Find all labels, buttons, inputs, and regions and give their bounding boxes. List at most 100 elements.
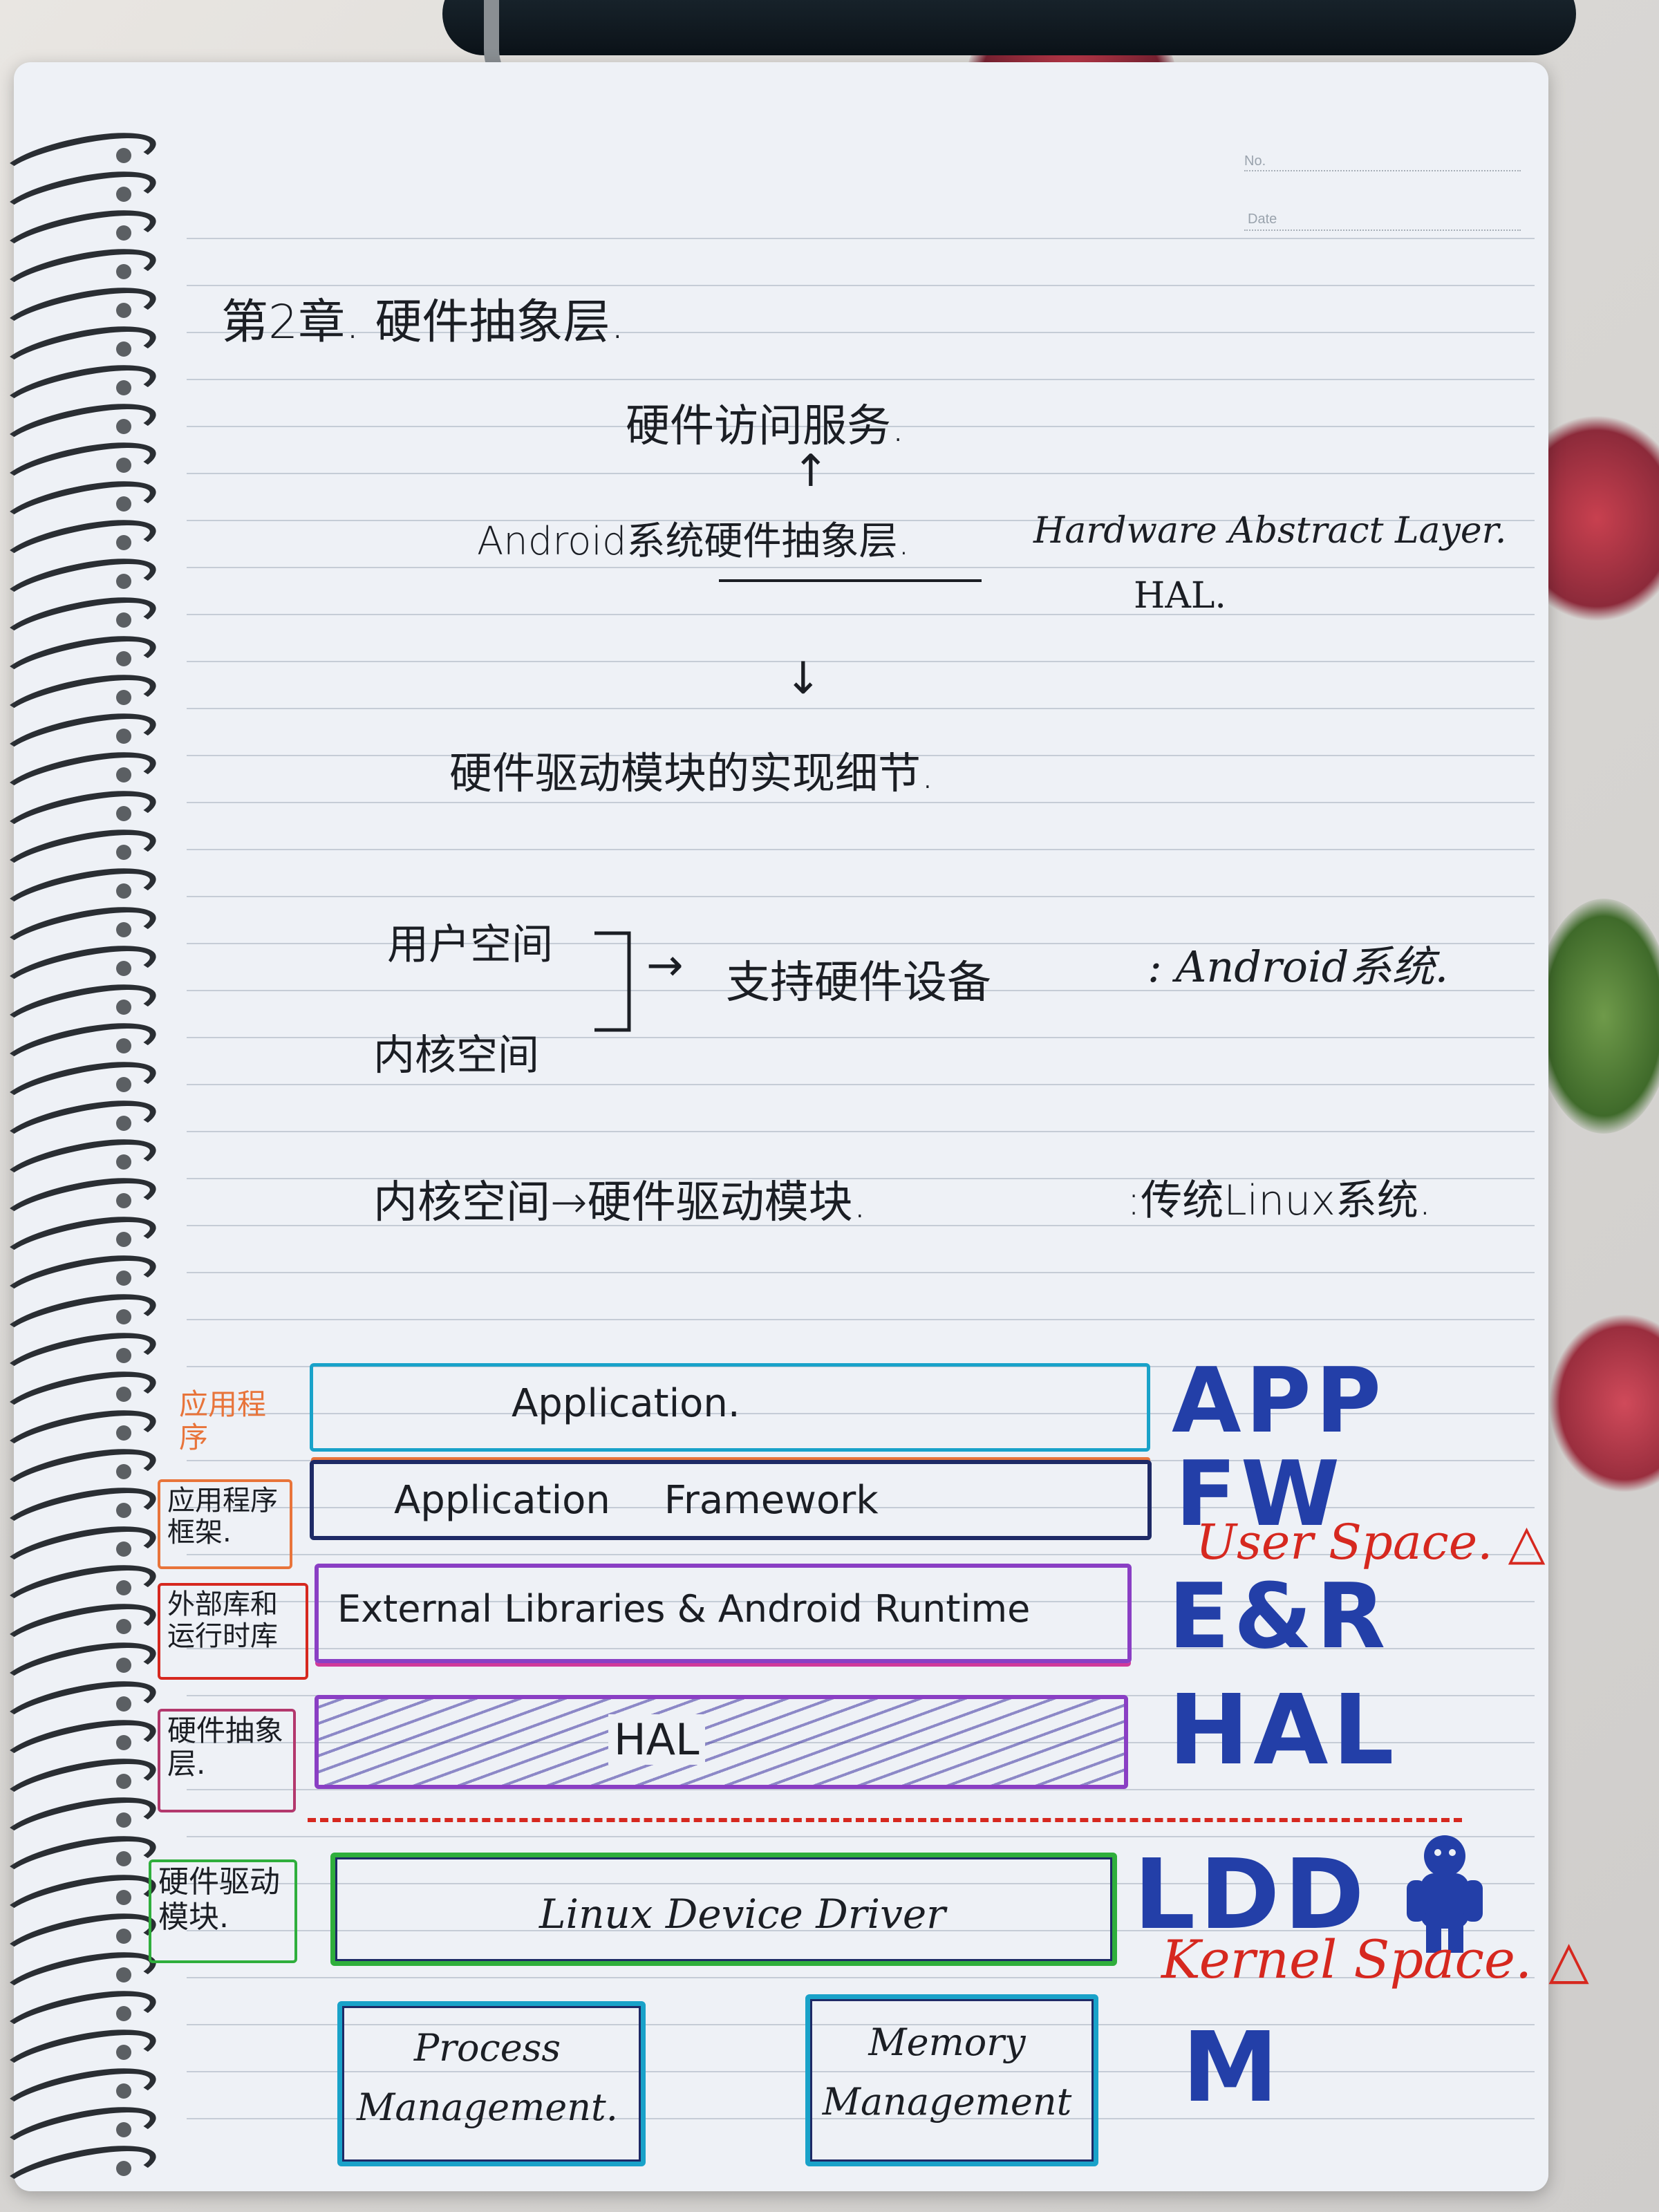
binding-hole: [116, 961, 131, 976]
memory-management-text: Memory Management: [822, 2021, 1072, 2124]
abbr-m: M: [1182, 2012, 1283, 2124]
layer-hal-label: HAL: [608, 1714, 705, 1765]
binding-hole: [116, 1154, 131, 1170]
up-arrow: ↑: [792, 446, 830, 497]
down-arrow: ↓: [785, 653, 822, 704]
memory-management-box: [805, 1994, 1098, 2166]
side-label-hal: 硬件抽象层.: [158, 1709, 296, 1812]
side-label-text: 硬件驱动模块.: [158, 1864, 280, 1935]
binding-hole: [116, 2122, 131, 2137]
binding-hole: [116, 1077, 131, 1092]
binding-hole: [116, 380, 131, 395]
layer-driver-label: Linux Device Driver: [539, 1891, 946, 1938]
no-label: No.: [1244, 153, 1266, 169]
layer-libraries-label: External Libraries & Android Runtime: [337, 1587, 1031, 1631]
binding-hole: [116, 845, 131, 860]
binding-hole: [116, 1619, 131, 1634]
support-hardware-devices: 支持硬件设备: [726, 957, 991, 1009]
binding-hole: [116, 1580, 131, 1595]
binding-hole: [116, 1658, 131, 1673]
abbr-ldd: LDD: [1134, 1839, 1369, 1951]
binding-hole: [116, 2006, 131, 2021]
binding-hole: [116, 1929, 131, 1944]
binding-hole: [116, 1464, 131, 1479]
binding-hole: [116, 1735, 131, 1750]
binding-hole: [116, 1696, 131, 1712]
layer-framework: [310, 1460, 1152, 1540]
rose-decoration: [1548, 1313, 1659, 1493]
user-kernel-divider: [308, 1818, 1462, 1822]
binding-hole: [116, 1890, 131, 1905]
android-system-note: : Android系统.: [1147, 941, 1449, 992]
binding-hole: [116, 419, 131, 434]
date-label: Date: [1248, 212, 1277, 227]
binding-hole: [116, 1000, 131, 1015]
binding-hole: [116, 690, 131, 705]
binding-hole: [116, 264, 131, 279]
side-label-text: 外部库和运行时库: [167, 1588, 278, 1652]
binding-hole: [116, 2083, 131, 2099]
side-label-driver: 硬件驱动模块.: [149, 1859, 297, 1963]
side-label-application: 应用程序: [169, 1382, 304, 1454]
memory-management-label: Memory Management: [816, 2013, 1078, 2133]
binding-hole: [116, 341, 131, 357]
pen: [442, 0, 1576, 55]
binding-hole: [116, 612, 131, 628]
binding-hole: [116, 1348, 131, 1363]
binding-hole: [116, 458, 131, 473]
user-space-zh: 用户空间: [387, 921, 553, 969]
layer-hal: [315, 1695, 1128, 1789]
hal-english: Hardware Abstract Layer.: [1033, 510, 1507, 552]
hal-underline: [719, 579, 982, 582]
binding-hole: [116, 2045, 131, 2060]
process-management-label: Process Management.: [349, 2018, 626, 2138]
binding-hole: [116, 1425, 131, 1441]
user-space-note: User Space. △: [1196, 1514, 1546, 1571]
leaf-decoration: [1535, 899, 1659, 1134]
binding-hole: [116, 1967, 131, 1983]
layer-application-label: Application.: [512, 1381, 740, 1426]
chapter-title: 第2章. 硬件抽象层.: [221, 295, 626, 350]
abbr-er: E&R: [1168, 1564, 1390, 1669]
bracket: [594, 931, 631, 1032]
binding-hole: [116, 1387, 131, 1402]
binding-hole: [116, 1851, 131, 1866]
driver-implementation-details: 硬件驱动模块的实现细节.: [449, 748, 935, 798]
binding-hole: [116, 187, 131, 202]
binding-hole: [116, 535, 131, 550]
right-arrow: →: [646, 940, 684, 991]
abbr-fw: FW: [1175, 1441, 1344, 1546]
binding-hole: [116, 2161, 131, 2176]
android-hal-text: Android系统硬件抽象层.: [477, 519, 910, 564]
abbr-app: APP: [1172, 1348, 1386, 1453]
binding-hole: [116, 1541, 131, 1557]
binding-hole: [116, 1232, 131, 1247]
binding-hole: [116, 496, 131, 512]
layer-framework-label: Application Framework: [394, 1478, 879, 1523]
traditional-linux-note: :传统Linux系统.: [1127, 1177, 1432, 1225]
binding-hole: [116, 883, 131, 899]
binding-hole: [116, 729, 131, 744]
binding-hole: [116, 1774, 131, 1789]
abbr-hal: HAL: [1168, 1674, 1398, 1787]
binding-hole: [116, 1193, 131, 1208]
binding-hole: [116, 922, 131, 937]
binding-hole: [116, 1038, 131, 1053]
penguin-icon: [1407, 1835, 1483, 1953]
layer-driver: [330, 1853, 1117, 1966]
process-management-box: [337, 2001, 646, 2166]
layer-libraries: [315, 1564, 1132, 1663]
kernel-driver-line: 内核空间→硬件驱动模块.: [373, 1177, 867, 1228]
no-line: [1244, 170, 1521, 171]
binding-hole: [116, 1271, 131, 1286]
binding-hole: [116, 1309, 131, 1324]
kernel-space-zh: 内核空间: [373, 1031, 539, 1080]
side-label-text: 硬件抽象层.: [167, 1714, 284, 1781]
binding-hole: [116, 225, 131, 241]
kernel-space-note: Kernel Space. △: [1161, 1929, 1589, 1990]
layer-application: [310, 1363, 1150, 1452]
side-label-framework: 应用程序框架.: [158, 1479, 292, 1569]
binding-hole: [116, 806, 131, 821]
side-label-text: 应用程序: [179, 1387, 267, 1455]
process-management-text: Process Management.: [357, 2026, 618, 2130]
